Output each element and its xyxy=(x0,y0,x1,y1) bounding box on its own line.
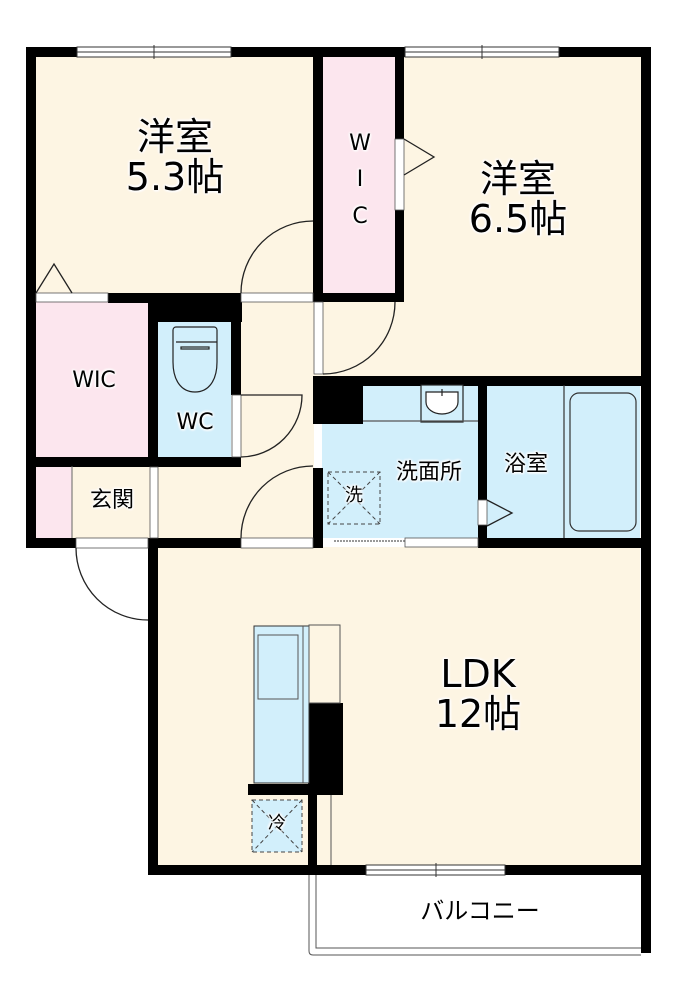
room-western-1-size: 5.3帖 xyxy=(125,154,225,199)
toilet-fixture xyxy=(172,326,218,393)
washer-space-outline xyxy=(327,471,381,525)
room-ldk: LDK 12帖 xyxy=(393,652,563,736)
room-entrance: 玄関 xyxy=(89,488,134,513)
wic-letter-i: I xyxy=(356,167,364,193)
room-wic-left: WIC xyxy=(72,368,116,393)
room-bathroom: 浴室 xyxy=(503,452,548,477)
room-western-1: 洋室 5.3帖 xyxy=(100,115,250,199)
bathtub-fixture xyxy=(563,385,637,538)
wic-letter-w: W xyxy=(349,131,371,156)
door-swings xyxy=(35,138,514,621)
kitchen-counter xyxy=(253,624,341,865)
room-fills xyxy=(36,56,642,865)
room-western-2-size: 6.5帖 xyxy=(468,196,568,241)
balcony-outline xyxy=(308,875,641,956)
fridge-space-label: 冷 xyxy=(268,813,286,834)
fridge-space-outline xyxy=(251,799,303,853)
room-toilet: WC xyxy=(176,410,214,435)
room-western-2: 洋室 6.5帖 xyxy=(443,157,593,241)
walls xyxy=(26,47,651,953)
windows xyxy=(76,45,560,877)
room-wic-vertical: W I C xyxy=(340,126,380,235)
room-ldk-size: 12帖 xyxy=(434,691,522,736)
room-washroom: 洗面所 xyxy=(395,460,462,485)
washer-space-label: 洗 xyxy=(345,485,363,506)
room-western-2-name: 洋室 xyxy=(479,157,556,201)
balcony-label: バルコニー xyxy=(420,897,540,925)
room-western-1-name: 洋室 xyxy=(136,115,213,159)
sink-fixture xyxy=(363,384,478,423)
door-openings xyxy=(35,138,488,549)
wic-letter-c: C xyxy=(352,203,368,229)
room-ldk-name: LDK xyxy=(440,652,516,696)
